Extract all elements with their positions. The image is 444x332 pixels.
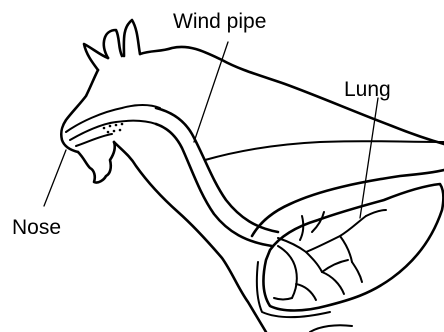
wind-pipe-drawing [156, 108, 278, 246]
nose-leader [44, 150, 66, 206]
wind-pipe-label: Wind pipe [173, 10, 266, 33]
nasal-passage [66, 105, 160, 146]
wind-pipe-leader [194, 42, 228, 142]
lung-drawing [257, 184, 444, 317]
nose-label: Nose [12, 216, 61, 239]
lung-label: Lung [344, 78, 391, 101]
animal-outline [61, 20, 444, 332]
